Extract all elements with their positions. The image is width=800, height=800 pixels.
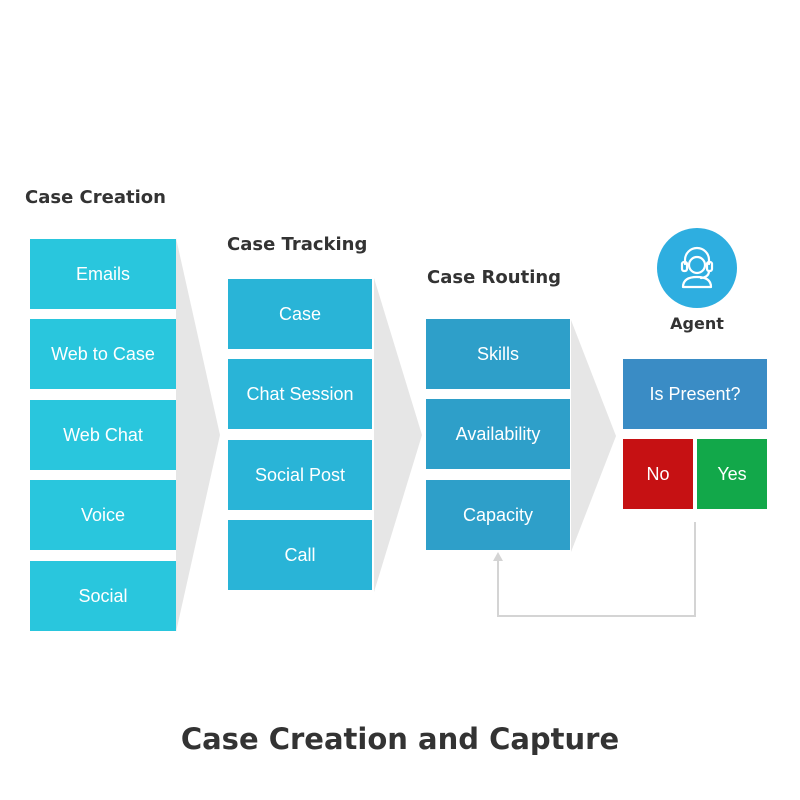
case-tracking-heading: Case Tracking	[227, 234, 368, 255]
chevron-arrow-creation-to-tracking	[176, 238, 220, 632]
yes-box: Yes	[697, 439, 767, 509]
agent-headset-icon	[680, 246, 714, 289]
case-tracking-box-chat-session: Chat Session	[228, 359, 372, 429]
chevron-arrow-routing-to-agent	[571, 320, 616, 552]
case-routing-box-skills: Skills	[426, 319, 570, 389]
agent-avatar	[657, 228, 737, 308]
case-creation-box-voice: Voice	[30, 480, 176, 550]
diagram-title: Case Creation and Capture	[180, 722, 620, 756]
case-creation-box-emails: Emails	[30, 239, 176, 309]
case-tracking-box-call: Call	[228, 520, 372, 590]
case-routing-column: Skills Availability Capacity	[426, 319, 570, 550]
is-present-box: Is Present?	[623, 359, 767, 429]
no-box: No	[623, 439, 693, 509]
case-tracking-box-case: Case	[228, 279, 372, 349]
case-creation-heading: Case Creation	[25, 187, 166, 208]
case-creation-box-web-chat: Web Chat	[30, 400, 176, 470]
case-tracking-box-social-post: Social Post	[228, 440, 372, 510]
case-creation-box-social: Social	[30, 561, 176, 631]
case-creation-box-web-to-case: Web to Case	[30, 319, 176, 389]
case-tracking-column: Case Chat Session Social Post Call	[228, 279, 372, 590]
case-routing-box-capacity: Capacity	[426, 480, 570, 550]
chevron-arrow-tracking-to-routing	[374, 278, 422, 592]
case-creation-column: Emails Web to Case Web Chat Voice Social	[30, 239, 176, 631]
case-routing-box-availability: Availability	[426, 399, 570, 469]
agent-label: Agent	[670, 314, 724, 333]
case-routing-heading: Case Routing	[427, 267, 562, 288]
